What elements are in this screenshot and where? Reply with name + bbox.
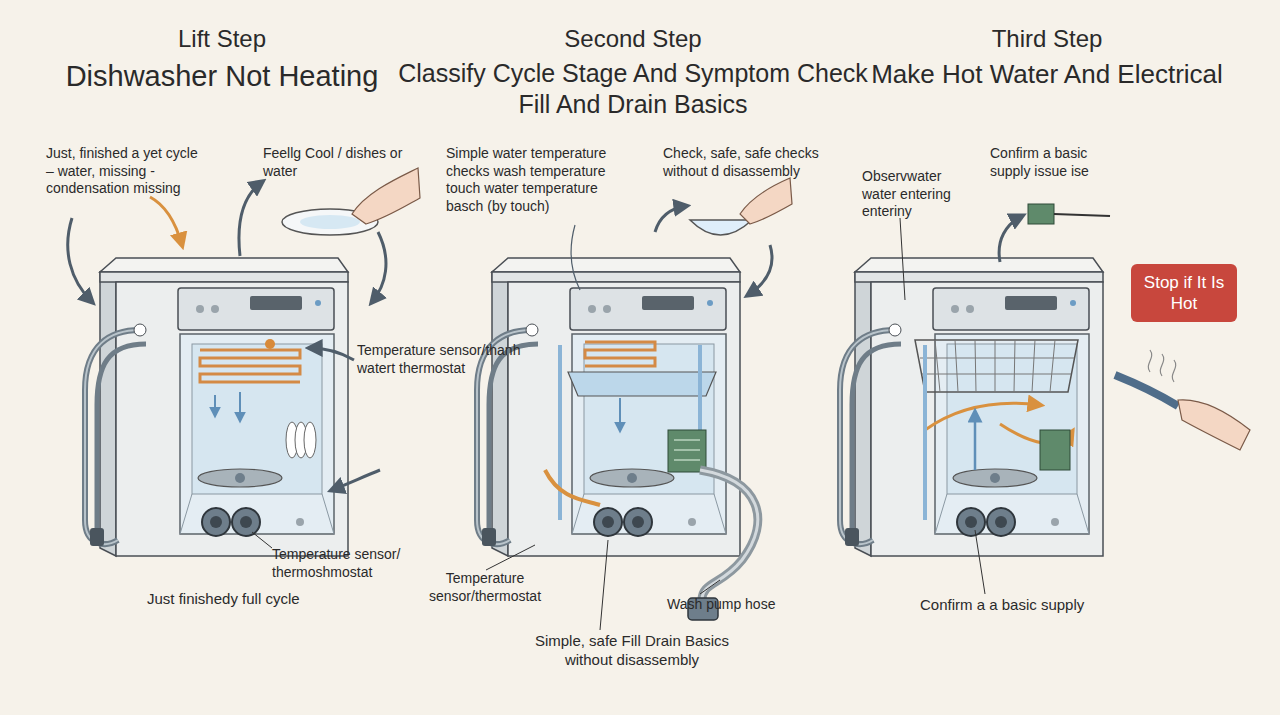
water-pipe bbox=[923, 345, 927, 520]
callout-text: Simple water temperature checks wash tem… bbox=[446, 145, 626, 215]
tray bbox=[568, 372, 716, 396]
step-heading: Second Step bbox=[508, 24, 758, 54]
pointer-arrow bbox=[310, 348, 354, 360]
water-arrow bbox=[239, 392, 241, 420]
callout-text: Check, safe, safe checks without d disas… bbox=[663, 145, 843, 180]
callout-text: Confirm a basic supply issue ise bbox=[990, 145, 1120, 180]
supply-hose bbox=[1115, 375, 1178, 406]
flow-arrow bbox=[925, 403, 1040, 430]
callout-text: Just finishedy full cycle bbox=[147, 590, 347, 609]
pointer-arrow bbox=[999, 216, 1022, 262]
callout-text: Confirm a a basic supply bbox=[920, 596, 1140, 615]
step-heading: Third Step bbox=[922, 24, 1172, 54]
leader-line bbox=[900, 218, 905, 300]
leader-line bbox=[486, 545, 535, 570]
callout-text: Simple, safe Fill Drain Basics without d… bbox=[512, 632, 752, 670]
leader-line bbox=[975, 530, 985, 594]
water-arrow bbox=[974, 412, 977, 470]
pump-hose bbox=[700, 470, 758, 600]
dishwasher bbox=[840, 258, 1103, 556]
leader-line bbox=[700, 580, 720, 594]
callout-text: Temperature sensor/thanh watert thermost… bbox=[357, 342, 533, 377]
supply-board bbox=[1028, 204, 1054, 224]
control-board bbox=[668, 430, 706, 472]
leader-line bbox=[252, 532, 272, 548]
step-heading: Lift Step bbox=[122, 24, 322, 54]
pointer-arrow bbox=[748, 245, 772, 295]
heating-coil bbox=[585, 342, 655, 366]
water-pipe bbox=[698, 345, 702, 430]
water-arrow bbox=[619, 398, 621, 430]
rack-wires bbox=[920, 340, 1074, 392]
callout-text: Feellg Cool / dishes or water bbox=[263, 145, 413, 180]
callout-text: Temperature sensor/ thermoshmostat bbox=[272, 546, 412, 581]
board-traces bbox=[674, 440, 700, 460]
pointer-arrow bbox=[372, 232, 386, 302]
pointer-arrow bbox=[150, 197, 182, 245]
dishwasher bbox=[85, 258, 348, 556]
temperature-sensor bbox=[265, 339, 275, 349]
water-pipe bbox=[558, 345, 562, 520]
control-board bbox=[1040, 430, 1070, 470]
step-heading: Dishwasher Not Heating bbox=[22, 58, 422, 94]
steam bbox=[1148, 350, 1175, 382]
step-heading: Classify Cycle Stage And Symptom Check F… bbox=[398, 58, 868, 121]
dish-rack bbox=[915, 340, 1078, 392]
hose-shine bbox=[700, 470, 758, 600]
callout-text: Just, finished a yet cycle – water, miss… bbox=[46, 145, 206, 198]
dish bbox=[304, 422, 316, 458]
warning-text: Stop if It Is Hot bbox=[1137, 272, 1231, 315]
callout-text: Wash pump hose bbox=[667, 596, 807, 614]
leader-line bbox=[571, 225, 580, 290]
plate-water bbox=[300, 215, 360, 229]
callout-text: Temperature sensor/thermostat bbox=[420, 570, 550, 605]
leader-line bbox=[600, 540, 608, 630]
hand bbox=[1178, 400, 1250, 450]
supply-wire bbox=[1054, 214, 1110, 216]
callout-text: Observwater water entering enteriny bbox=[862, 168, 974, 221]
water-arrow bbox=[214, 395, 216, 415]
dishwasher bbox=[477, 258, 740, 556]
hand bbox=[740, 178, 792, 224]
warning-box: Stop if It Is Hot bbox=[1131, 264, 1237, 322]
heat-pipe bbox=[545, 470, 600, 505]
bowl bbox=[690, 220, 752, 235]
pointer-arrow bbox=[239, 182, 262, 256]
pointer-arrow bbox=[68, 218, 92, 302]
step-heading: Make Hot Water And Electrical bbox=[817, 58, 1277, 91]
pointer-arrow bbox=[655, 206, 686, 232]
pointer-arrow bbox=[332, 470, 380, 490]
heating-coil bbox=[200, 350, 300, 382]
hand bbox=[352, 168, 420, 224]
